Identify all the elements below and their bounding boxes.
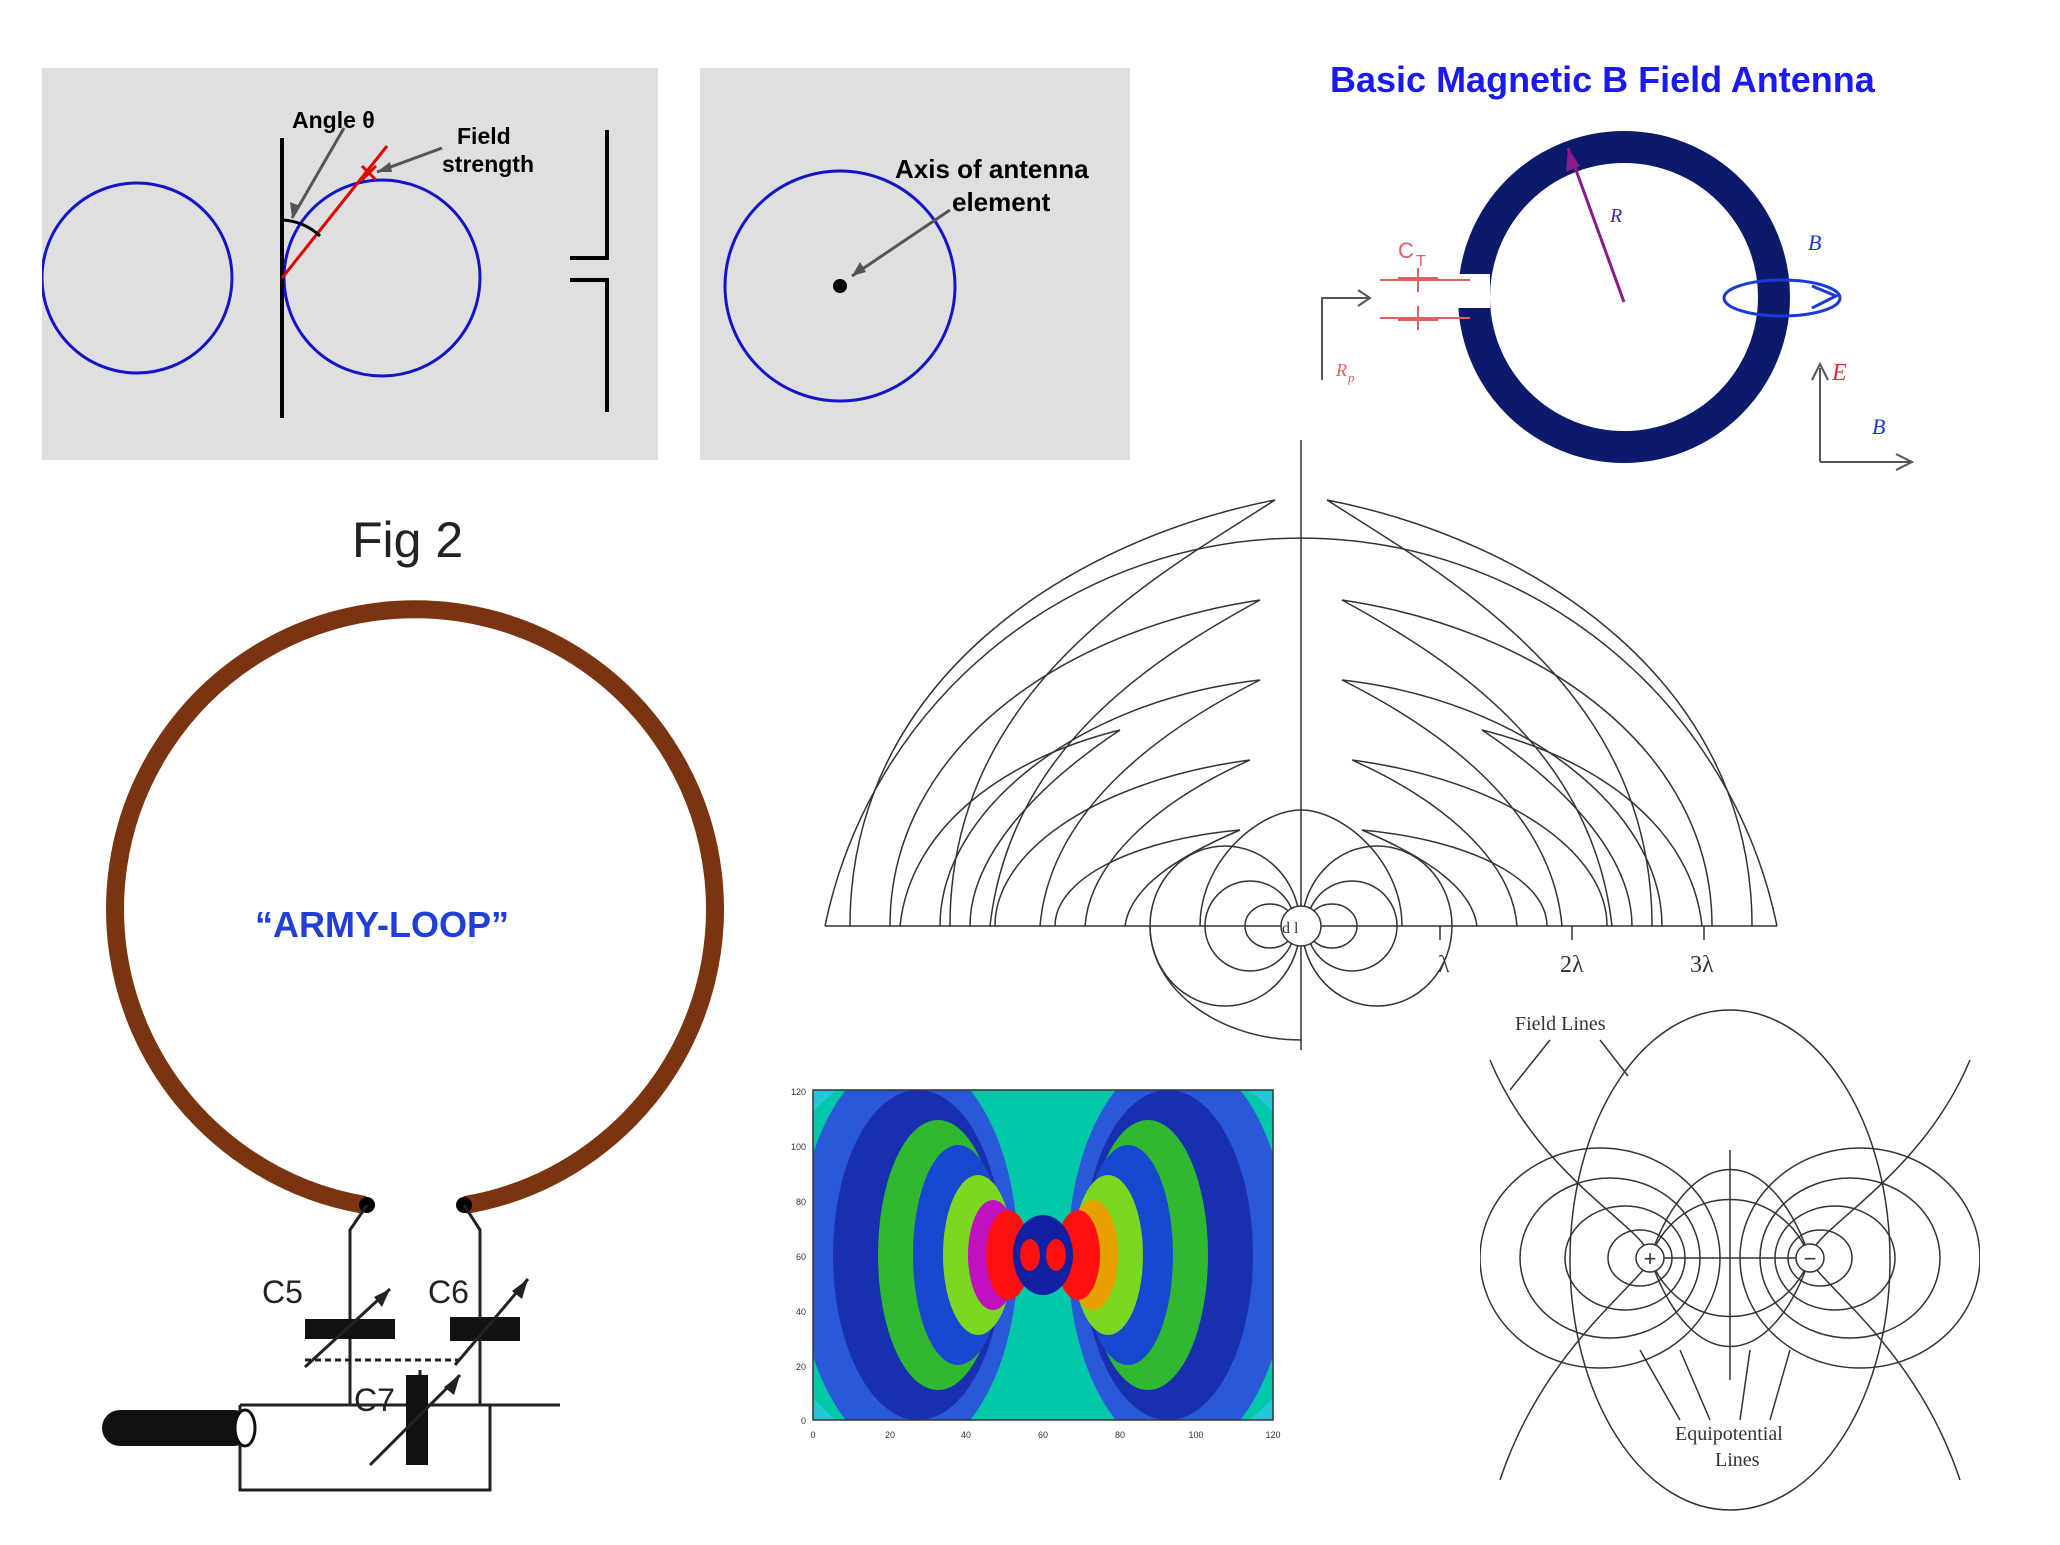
rp-sub-label: p xyxy=(1347,370,1355,385)
svg-text:120: 120 xyxy=(791,1087,806,1097)
svg-text:100: 100 xyxy=(1188,1430,1203,1440)
svg-text:80: 80 xyxy=(1115,1430,1125,1440)
svg-text:100: 100 xyxy=(791,1142,806,1152)
b-label-top: B xyxy=(1808,230,1821,255)
b-field-antenna-diagram: Basic Magnetic B Field Antenna R C T R p… xyxy=(1321,59,1915,471)
svg-text:120: 120 xyxy=(1265,1430,1280,1440)
b-field-antenna-panel: Basic Magnetic B Field Antenna R C T R p… xyxy=(1290,50,2050,480)
angle-pointer xyxy=(290,127,346,219)
contour-plot-panel: 120 100 80 60 40 20 0 0 20 40 60 80 100 … xyxy=(768,1080,1294,1450)
c5-label: C5 xyxy=(262,1274,303,1310)
ct-sub-label: T xyxy=(1416,253,1426,270)
contour-y-ticks: 120 100 80 60 40 20 0 xyxy=(791,1087,806,1426)
antenna-axis-dot xyxy=(833,279,847,293)
coax-cable xyxy=(102,1410,252,1446)
svg-text:40: 40 xyxy=(796,1307,806,1317)
svg-text:20: 20 xyxy=(885,1430,895,1440)
dipole-arm-bottom xyxy=(570,278,609,412)
contour-fills xyxy=(813,1090,1273,1420)
svg-text:0: 0 xyxy=(810,1430,815,1440)
ct-label: C xyxy=(1398,238,1414,263)
left-lobe xyxy=(40,181,234,375)
tick-lambda-1: λ xyxy=(1438,952,1450,978)
axis-view-panel: Axis of antenna element xyxy=(700,68,1130,460)
positive-charge xyxy=(1635,1243,1665,1273)
omni-pattern xyxy=(723,169,957,403)
tick-lambda-2: 2λ xyxy=(1560,952,1584,978)
tick-lambda-3: 3λ xyxy=(1690,952,1714,978)
svg-text:0: 0 xyxy=(801,1416,806,1426)
svg-text:20: 20 xyxy=(796,1362,806,1372)
army-loop-diagram: Fig 2 “ARMY-LOOP” C5 C6 C7 xyxy=(102,512,724,1492)
capacitor-c5 xyxy=(305,1319,395,1339)
army-loop-coil xyxy=(106,600,724,1214)
plus-sign: + xyxy=(1644,1246,1657,1271)
field-lines-pointers xyxy=(1509,1039,1629,1091)
army-loop-panel: Fig 2 “ARMY-LOOP” C5 C6 C7 xyxy=(90,505,770,1505)
right-lobe xyxy=(282,178,482,378)
field-label-1: Field xyxy=(457,123,511,149)
e-label: E xyxy=(1831,360,1847,386)
b-field-ellipse xyxy=(1722,278,1842,318)
dipole-arm-top xyxy=(570,130,609,260)
b-label-bottom: B xyxy=(1872,414,1885,439)
svg-text:40: 40 xyxy=(961,1430,971,1440)
rp-label: R xyxy=(1335,360,1347,380)
field-strength-line xyxy=(280,145,389,279)
svg-text:60: 60 xyxy=(796,1252,806,1262)
dipole-radiation-panel: d l λ 2λ 3λ xyxy=(820,430,1780,1060)
radius-arrow xyxy=(1566,147,1626,303)
tuning-circuit-wires xyxy=(238,1204,560,1492)
dipole-source xyxy=(1280,905,1322,947)
radiation-loops xyxy=(824,440,1778,1050)
dipole-radiation-diagram: d l λ 2λ 3λ xyxy=(824,440,1778,1050)
angle-arc xyxy=(281,218,322,238)
radiation-pattern-panel: Angle θ Field strength xyxy=(40,68,658,460)
svg-text:60: 60 xyxy=(1038,1430,1048,1440)
axis-label-1: Axis of antenna xyxy=(895,154,1089,184)
negative-charge xyxy=(1795,1243,1825,1273)
capacitor-ct xyxy=(1380,268,1470,330)
contour-x-ticks: 0 20 40 60 80 100 120 xyxy=(810,1430,1280,1440)
b-field-title: Basic Magnetic B Field Antenna xyxy=(1330,59,1876,100)
minus-sign: − xyxy=(1804,1246,1817,1271)
radiation-pattern-diagram: Angle θ Field strength xyxy=(40,107,609,418)
radius-label: R xyxy=(1609,205,1622,227)
c6-label: C6 xyxy=(428,1274,469,1310)
magnetic-loop-ring xyxy=(1458,131,1790,463)
equipotential-label-2: Lines xyxy=(1715,1449,1760,1471)
equipotential-label-1: Equipotential xyxy=(1675,1423,1783,1445)
equipotential-pointers xyxy=(1639,1349,1791,1421)
rp-arrow xyxy=(1321,297,1368,380)
axis-pointer xyxy=(851,208,951,278)
field-lines-label: Field Lines xyxy=(1515,1013,1606,1035)
c7-label: C7 xyxy=(354,1382,395,1418)
field-lines-diagram: + − Field Lines Equipotential Lines xyxy=(1479,1009,1981,1511)
field-lines-panel: + − Field Lines Equipotential Lines xyxy=(1479,1000,1981,1520)
army-loop-label: “ARMY-LOOP” xyxy=(255,904,509,945)
wavelength-ticks xyxy=(1439,926,1705,940)
field-label-2: strength xyxy=(442,151,534,177)
axis-label-2: element xyxy=(952,187,1051,217)
source-label: d l xyxy=(1282,920,1299,937)
fig-title: Fig 2 xyxy=(352,512,463,568)
axis-view-diagram: Axis of antenna element xyxy=(723,154,1089,403)
angle-label: Angle θ xyxy=(292,107,375,133)
svg-text:80: 80 xyxy=(796,1197,806,1207)
contour-plot: 120 100 80 60 40 20 0 0 20 40 60 80 100 … xyxy=(791,1087,1281,1440)
